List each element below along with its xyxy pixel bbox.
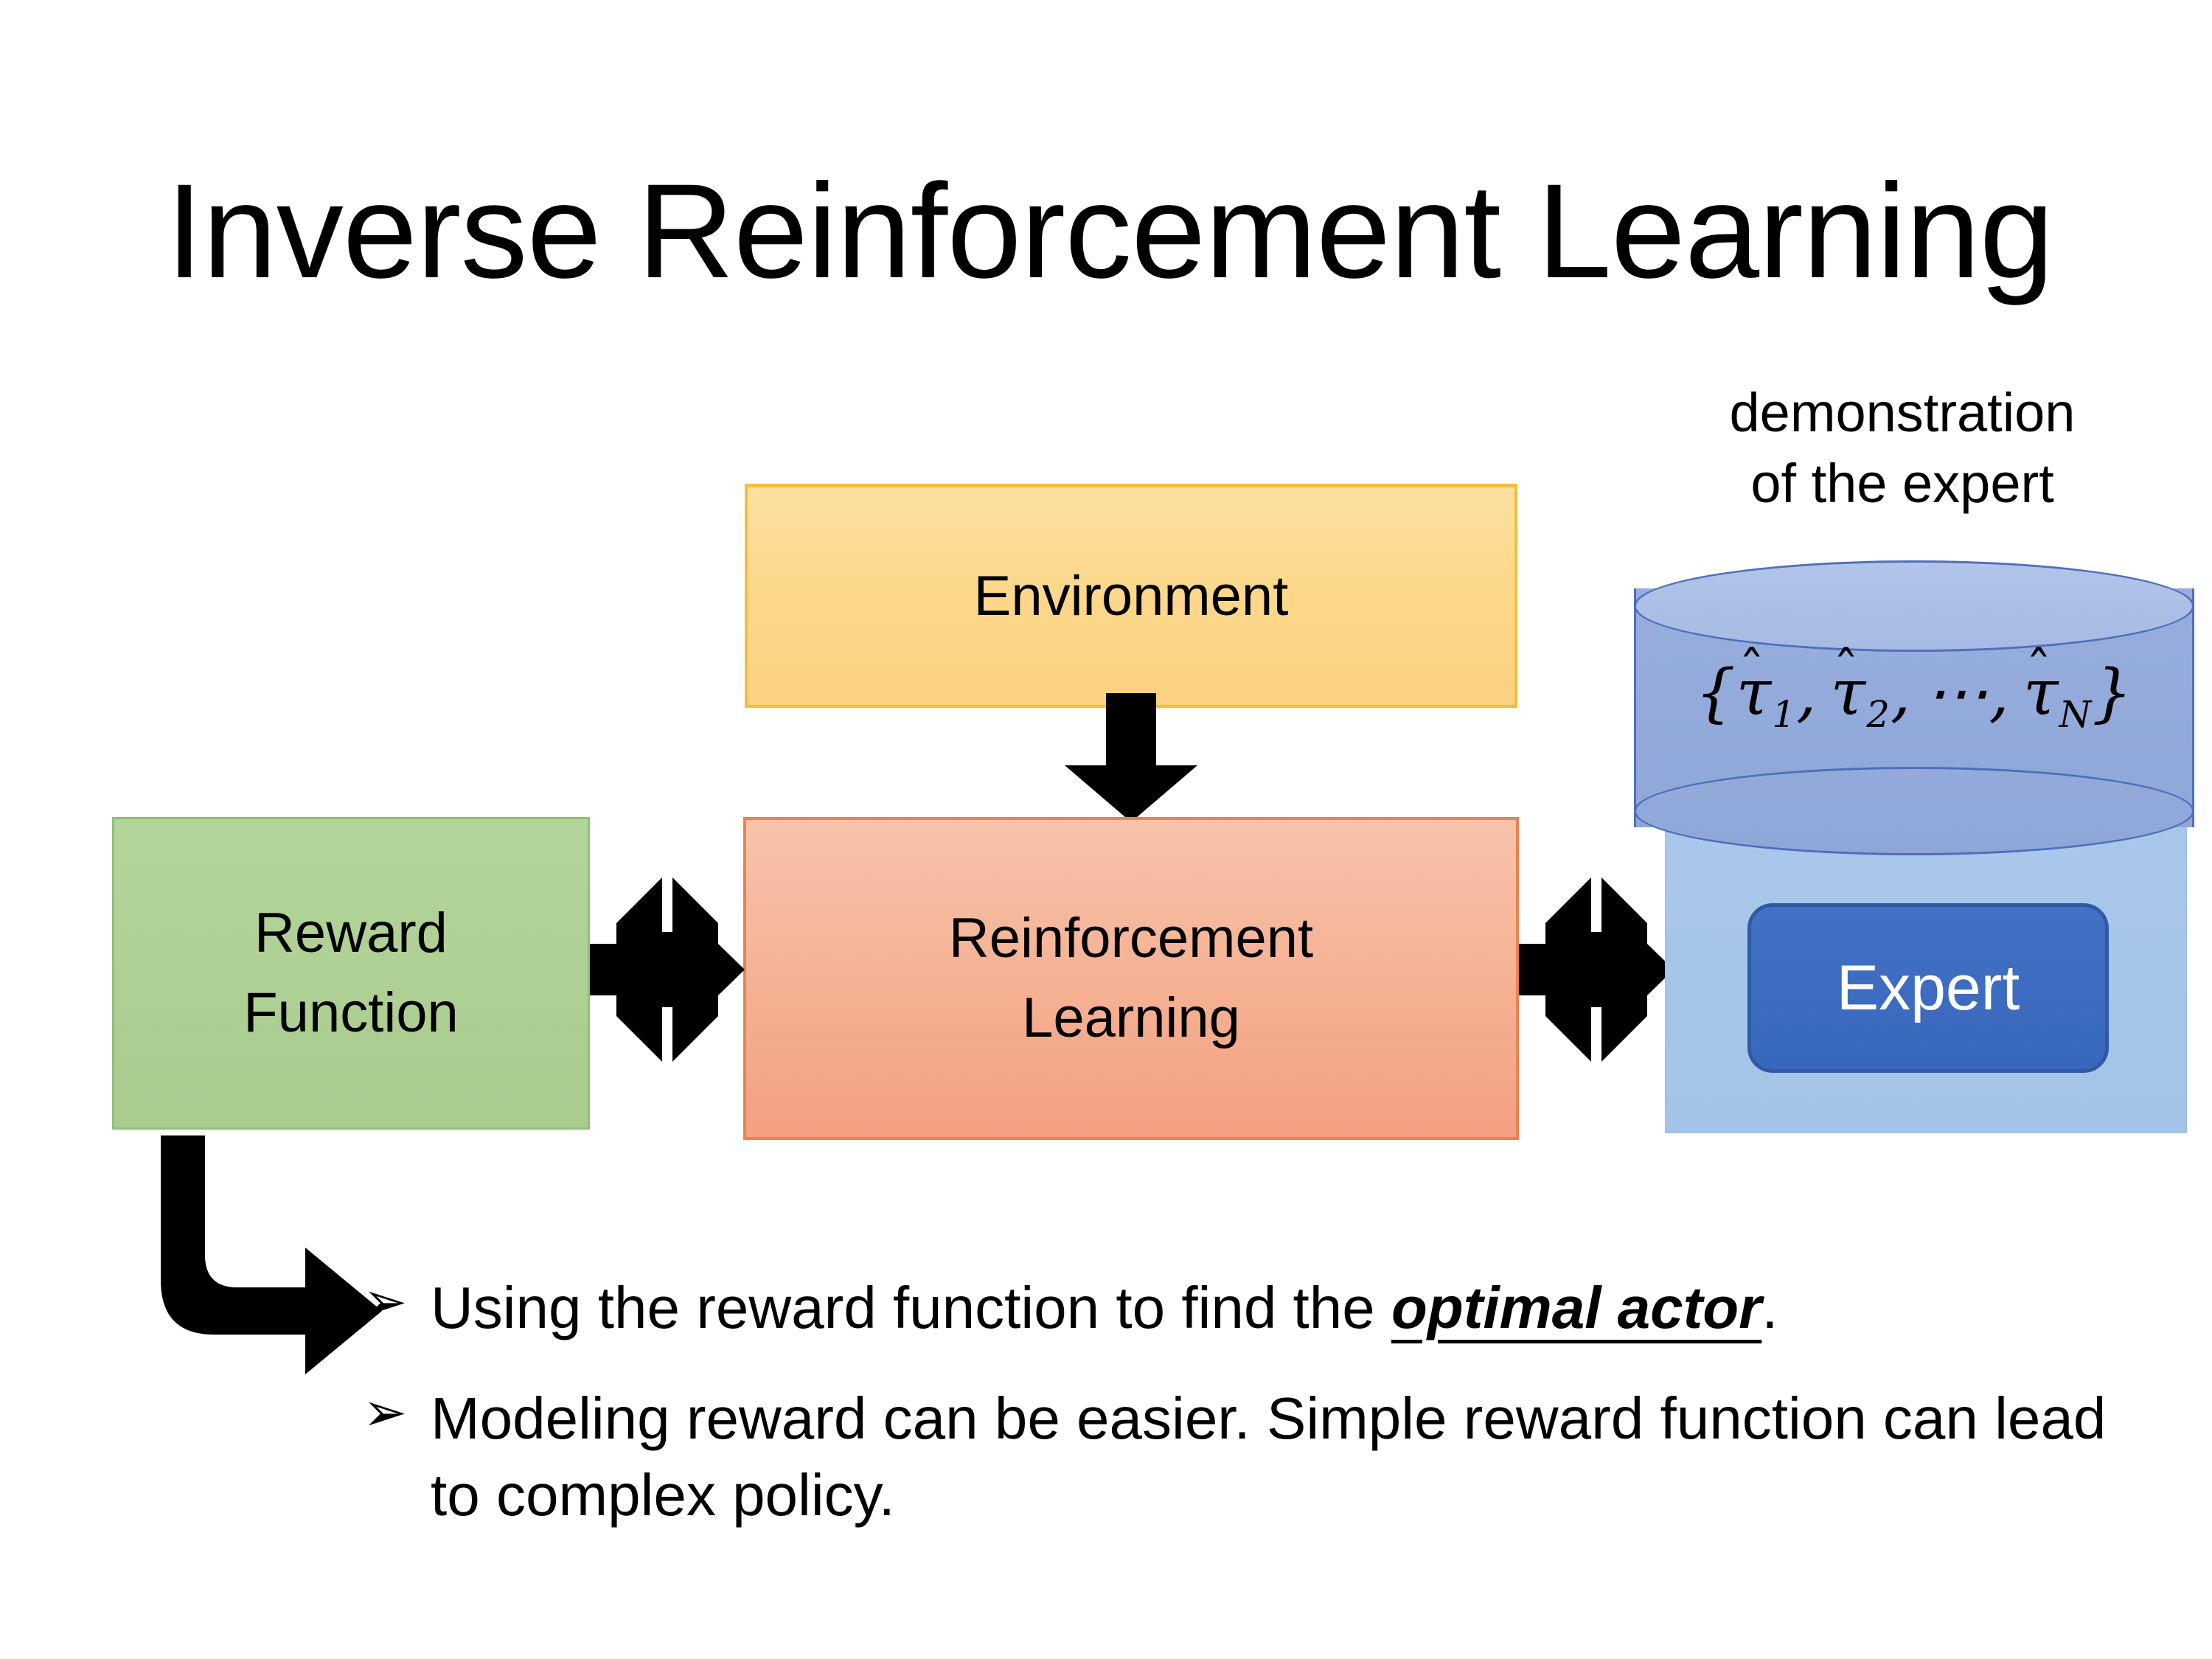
hat-accent-1: ˆ: [1739, 640, 1766, 701]
caption-line1: demonstration: [1729, 382, 2076, 443]
bullet-marker-icon: ➢: [363, 1273, 408, 1332]
expert-demonstration-caption: demonstration of the expert: [1644, 378, 2160, 519]
page-title: Inverse Reinforcement Learning: [166, 156, 2054, 306]
notes-list: ➢ Using the reward function to find the o…: [363, 1270, 2132, 1568]
tau-2-subscript: 2: [1866, 692, 1891, 736]
reward-function-label: Reward Function: [243, 894, 459, 1053]
down-arrow-icon: [1065, 693, 1197, 822]
comma-3: ,: [1989, 656, 2010, 730]
tau-n-subscript: N: [2059, 692, 2093, 736]
bullet-1-emphasis: optimal actor: [1391, 1275, 1762, 1340]
reinforcement-learning-box[interactable]: Reinforcement Learning: [743, 817, 1519, 1140]
caption-line2: of the expert: [1750, 453, 2054, 515]
tau-n: τ: [2023, 656, 2059, 730]
environment-label: Environment: [973, 564, 1289, 627]
rl-label-line1: Reinforcement: [948, 907, 1314, 970]
reward-label-line1: Reward: [254, 902, 448, 965]
bullet-1-suffix: .: [1761, 1275, 1778, 1340]
expert-label: Expert: [1836, 952, 2020, 1023]
close-brace: }: [2092, 656, 2133, 730]
ellipsis: ⋯: [1924, 656, 1989, 730]
hat-accent-2: ˆ: [1832, 640, 1860, 701]
bent-arrow-icon: [161, 1135, 382, 1379]
list-item: ➢ Modeling reward can be easier. Simple r…: [363, 1380, 2132, 1534]
list-item: ➢ Using the reward function to find the o…: [363, 1270, 2132, 1346]
comma-1: ,: [1796, 656, 1818, 730]
bullet-2-prefix: Modeling reward can be easier. Simple re…: [431, 1385, 2107, 1528]
quad-arrow-icon-left: [590, 877, 745, 1062]
tau-2: τ: [1830, 656, 1867, 730]
cylinder-bottom-ellipse: [1634, 767, 2194, 855]
reward-function-box[interactable]: Reward Function: [112, 817, 590, 1130]
expert-button[interactable]: Expert: [1747, 903, 2109, 1073]
tau-1: τ: [1736, 656, 1773, 730]
rl-label-line2: Learning: [1022, 987, 1240, 1049]
quad-arrow-icon-right: [1519, 877, 1674, 1062]
bullet-1-prefix: Using the reward function to find the: [431, 1275, 1391, 1340]
cylinder-top-ellipse: [1634, 560, 2194, 652]
comma-2: ,: [1890, 656, 1912, 730]
open-brace: {: [1695, 656, 1736, 730]
tau-1-subscript: 1: [1772, 692, 1797, 736]
reinforcement-learning-label: Reinforcement Learning: [949, 899, 1313, 1058]
environment-box[interactable]: Environment: [745, 484, 1517, 708]
reward-label-line2: Function: [243, 981, 459, 1044]
bullet-marker-icon: ➢: [363, 1383, 408, 1442]
hat-accent-n: ˆ: [2025, 640, 2053, 701]
